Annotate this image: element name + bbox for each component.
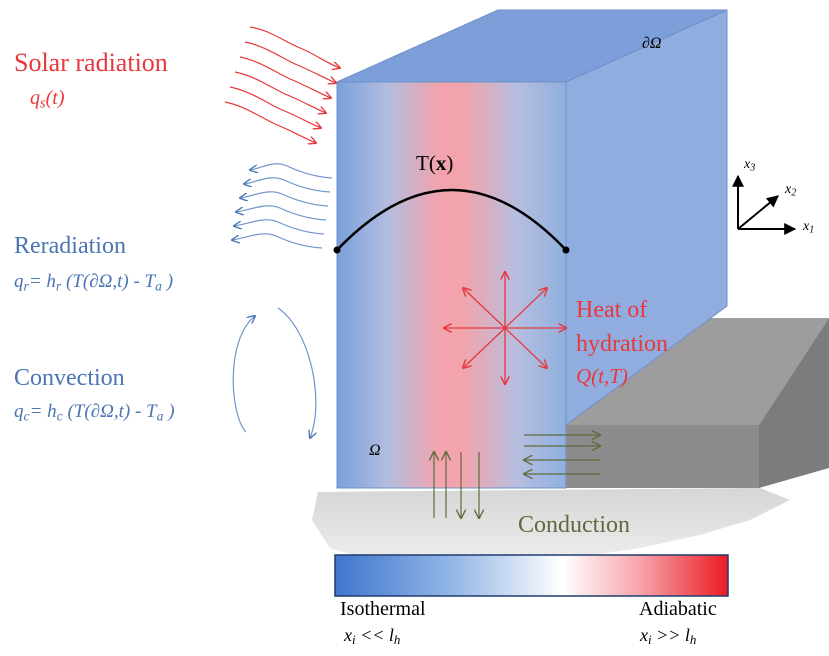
convection-formula: qc= hc (T(∂Ω,t) - Ta ) <box>14 401 175 424</box>
reradiation-arrows <box>232 163 333 249</box>
solar-radiation-formula: qs(t) <box>30 87 65 112</box>
heat-source-arrows <box>444 272 566 384</box>
axis-x3-label: x3 <box>744 157 756 174</box>
thermal-gradient-bar <box>334 554 729 597</box>
convection-arrows <box>232 307 316 438</box>
adiabatic-condition: xi >> lh <box>640 625 697 648</box>
convection-title: Convection <box>14 365 125 391</box>
curve-right-endpoint <box>562 246 570 254</box>
coordinate-axes-icon <box>732 174 797 235</box>
curve-left-endpoint <box>333 246 341 254</box>
adiabatic-label: Adiabatic <box>639 598 717 620</box>
axis-x1-label: x1 <box>803 219 815 236</box>
reradiation-title: Reradiation <box>14 233 126 259</box>
temperature-label: T(x) <box>416 151 454 175</box>
wall-block <box>336 9 728 489</box>
conduction-label: Conduction <box>518 512 630 538</box>
ground-shadow <box>312 488 790 565</box>
axis-x2-label: x2 <box>785 182 797 199</box>
conduction-horizontal-arrows <box>524 435 600 474</box>
temperature-profile-curve <box>336 188 567 251</box>
domain-label: Ω <box>369 442 381 459</box>
heat-of-hydration-line2: hydration <box>576 331 668 357</box>
isothermal-condition: xi << lh <box>344 625 401 648</box>
isothermal-label: Isothermal <box>340 598 426 620</box>
conduction-vertical-arrows <box>434 452 479 518</box>
reradiation-formula: qr= hr (T(∂Ω,t) - Ta ) <box>14 271 174 294</box>
solar-radiation-title: Solar radiation <box>14 48 168 77</box>
boundary-label: ∂Ω <box>642 35 662 52</box>
heat-of-hydration-line1: Heat of <box>576 297 648 323</box>
solar-radiation-arrows <box>224 26 340 143</box>
heat-of-hydration-formula: Q(t,T) <box>576 364 628 388</box>
